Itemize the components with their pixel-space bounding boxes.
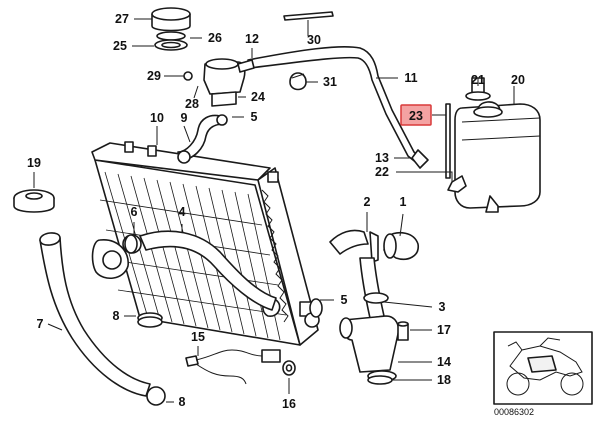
- callout-29[interactable]: 29: [147, 69, 161, 83]
- hose-7[interactable]: [39, 232, 166, 406]
- temp-sensor-15[interactable]: [185, 349, 281, 385]
- rod-30[interactable]: [283, 11, 334, 21]
- overflow-hose[interactable]: [247, 45, 429, 169]
- callout-3[interactable]: 3: [439, 300, 446, 314]
- highlight-box-23: [400, 104, 432, 126]
- callout-21[interactable]: 21: [471, 73, 485, 87]
- callout-2[interactable]: 2: [364, 195, 371, 209]
- cap-19[interactable]: [13, 189, 55, 213]
- motorcycle-inset: [493, 331, 593, 405]
- callout-14[interactable]: 14: [437, 355, 451, 369]
- callout-4[interactable]: 4: [179, 205, 186, 219]
- level-sensor[interactable]: [445, 103, 451, 179]
- callout-26[interactable]: 26: [208, 31, 222, 45]
- seal-16[interactable]: [282, 360, 296, 376]
- callout-31[interactable]: 31: [323, 75, 337, 89]
- callout-28[interactable]: 28: [185, 97, 199, 111]
- callout-8b[interactable]: 8: [179, 395, 186, 409]
- callout-16[interactable]: 16: [282, 397, 296, 411]
- callout-5a[interactable]: 5: [251, 110, 258, 124]
- pump-hose-assembly[interactable]: [329, 229, 419, 382]
- clamp-6[interactable]: [124, 234, 138, 254]
- clamp-8[interactable]: [137, 312, 163, 328]
- clamp-5b[interactable]: [309, 298, 323, 318]
- reference-number: 00086302: [494, 407, 534, 417]
- callout-30[interactable]: 30: [307, 33, 321, 47]
- expansion-tank[interactable]: [447, 77, 541, 213]
- callout-9[interactable]: 9: [181, 111, 188, 125]
- callout-12[interactable]: 12: [245, 32, 259, 46]
- hose-9[interactable]: [177, 114, 228, 164]
- callout-22[interactable]: 22: [375, 165, 389, 179]
- callout-11[interactable]: 11: [404, 71, 417, 85]
- callout-23[interactable]: 23: [409, 109, 423, 123]
- callout-24[interactable]: 24: [251, 90, 265, 104]
- callout-8a[interactable]: 8: [113, 309, 120, 323]
- callout-13[interactable]: 13: [375, 151, 389, 165]
- callout-10[interactable]: 10: [150, 111, 164, 125]
- clamp-31[interactable]: [289, 72, 307, 91]
- callout-18[interactable]: 18: [437, 373, 451, 387]
- callout-19[interactable]: 19: [27, 156, 41, 170]
- callout-labels: 27 26 25 30 12 29 28 24 31 11 21 20 10 9…: [27, 12, 525, 411]
- leader-lines: [33, 18, 515, 403]
- callout-27[interactable]: 27: [115, 12, 129, 26]
- ring-18[interactable]: [367, 375, 393, 385]
- callout-7[interactable]: 7: [37, 317, 44, 331]
- callout-15[interactable]: 15: [191, 330, 205, 344]
- callout-1[interactable]: 1: [400, 195, 407, 209]
- callout-25[interactable]: 25: [113, 39, 127, 53]
- callout-17[interactable]: 17: [437, 323, 451, 337]
- callout-5b[interactable]: 5: [341, 293, 348, 307]
- callout-6[interactable]: 6: [131, 205, 138, 219]
- thermostat-housing[interactable]: [183, 58, 255, 107]
- cap-assembly[interactable]: [151, 7, 191, 51]
- callout-20[interactable]: 20: [511, 73, 525, 87]
